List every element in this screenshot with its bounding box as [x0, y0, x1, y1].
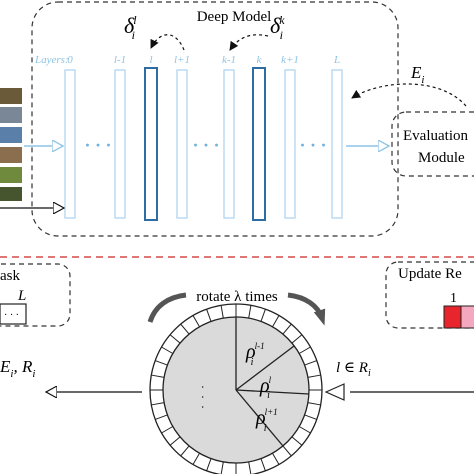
input-image-5 [0, 167, 22, 183]
layer-bar-l [144, 67, 158, 221]
disk-ring-ticks [150, 304, 322, 474]
layer-label-0: 0 [67, 54, 73, 66]
task-box [0, 263, 71, 327]
update-box-first-label: 1 [450, 291, 457, 306]
ring-tick [220, 461, 224, 474]
layer-label-row: Layers: 0 l-1 l l+1 k-1 k k+1 L [34, 54, 340, 66]
ring-tick [169, 334, 181, 344]
rotation-disk [149, 303, 323, 474]
layer-ellipsis-1: · · · [84, 135, 111, 155]
layer-bars [64, 67, 343, 221]
input-image-stack [0, 88, 22, 201]
ring-tick [206, 309, 212, 322]
task-box-title: ask [0, 268, 20, 284]
ring-tick [151, 374, 165, 378]
layer-bar-k-plus-1 [284, 69, 296, 219]
layer-bar-l-plus-1 [176, 69, 188, 219]
input-image-2 [0, 107, 22, 123]
ring-tick [151, 402, 165, 406]
ring-tick [298, 346, 311, 354]
task-box-last-label: L [17, 288, 26, 304]
layer-label-l-plus-1: l+1 [174, 54, 190, 66]
input-image-4 [0, 147, 22, 163]
ring-tick [206, 458, 212, 471]
rotate-caption: rotate λ times [196, 289, 278, 305]
update-box [385, 261, 474, 329]
ring-tick [282, 323, 292, 335]
rotate-arrow-left [147, 292, 187, 323]
ring-tick [291, 334, 303, 344]
input-image-1 [0, 88, 22, 104]
deep-model-title: Deep Model [197, 9, 272, 25]
output-label: Ei, Ri [0, 357, 35, 380]
ring-tick [307, 402, 321, 406]
task-box-dots: · · · [4, 310, 19, 321]
sector-divider-3 [235, 389, 310, 395]
input-image-3 [0, 127, 22, 143]
ring-tick [260, 458, 266, 471]
layer-label-k: k [257, 54, 263, 66]
update-cell-pink [460, 305, 474, 329]
ring-tick [220, 305, 224, 319]
ring-tick [248, 461, 252, 474]
layer-label-l: l [149, 54, 152, 66]
ring-tick [282, 445, 292, 457]
membership-label: l ∈ Ri [336, 360, 371, 379]
update-box-title: Update Re [398, 266, 462, 282]
delta-k-arrow [229, 34, 269, 51]
ring-tick [272, 315, 280, 328]
layer-bar-L [331, 69, 343, 219]
layer-ellipsis-3: · · · [299, 135, 326, 155]
ring-tick [180, 445, 190, 457]
layer-label-L: L [333, 54, 340, 66]
evaluation-module-line2: Module [418, 150, 465, 166]
layer-bar-0 [64, 69, 76, 219]
deep-model-box [31, 1, 399, 237]
delta-l-arrow [150, 34, 185, 51]
ring-tick [307, 374, 321, 378]
ring-tick [298, 426, 311, 434]
ring-tick [260, 309, 266, 322]
ring-tick [155, 414, 168, 420]
input-image-6 [0, 187, 22, 201]
layer-label-k-plus-1: k+1 [281, 54, 299, 66]
update-cell-red [443, 305, 462, 329]
ring-tick [192, 315, 200, 328]
layer-bar-k-minus-1 [223, 69, 235, 219]
feedback-ei-label: Ei [410, 63, 424, 86]
ring-tick [248, 305, 252, 319]
ring-tick [304, 414, 317, 420]
ring-tick [155, 360, 168, 366]
layer-bar-l-minus-1 [114, 69, 126, 219]
ring-tick [180, 323, 190, 335]
sector-divider-4 [235, 389, 284, 447]
pointer-triangle [324, 383, 345, 401]
evaluation-module-line1: Evaluation [403, 128, 468, 144]
layer-ellipsis-2: · · · [192, 135, 219, 155]
layer-bar-k [252, 67, 266, 221]
layer-label-k-minus-1: k-1 [222, 54, 236, 66]
feedback-arrow [351, 83, 467, 107]
rotate-arrow-right [287, 292, 326, 326]
layers-caption: Layers: [34, 54, 69, 66]
sector-divider-2 [235, 345, 295, 391]
ring-tick [272, 452, 280, 465]
task-box-cell [0, 303, 27, 325]
ring-tick [192, 452, 200, 465]
ring-tick [291, 436, 303, 446]
ring-tick [169, 436, 181, 446]
disk-dots: · · · [196, 385, 210, 409]
ring-tick [161, 346, 174, 354]
layer-label-l-minus-1: l-1 [114, 54, 126, 66]
ring-tick [161, 426, 174, 434]
evaluation-module-box [391, 111, 474, 177]
ring-tick [304, 360, 317, 366]
